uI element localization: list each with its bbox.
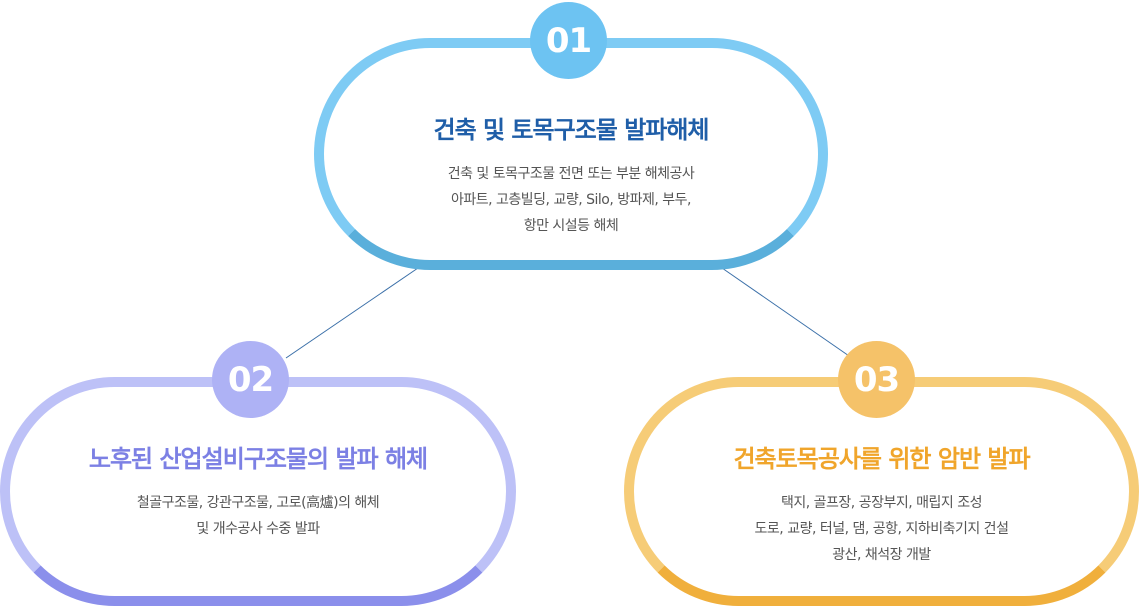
number-badge-01: 01 <box>530 2 607 79</box>
card-description-line: 철골구조물, 강관구조물, 고로(高爐)의 해체 <box>136 495 380 511</box>
card-description-line: 아파트, 고층빌딩, 교량, Silo, 방파제, 부두, <box>450 192 692 208</box>
card-title: 노후된 산업설비구조물의 발파 해체 <box>88 445 428 473</box>
connector-line-01-02 <box>285 267 419 359</box>
card-description-line: 항만 시설등 해체 <box>523 218 619 234</box>
card-description-line: 도로, 교량, 터널, 댐, 공항, 지하비축기지 건설 <box>754 521 1009 537</box>
card-description: 철골구조물, 강관구조물, 고로(高爐)의 해체 및 개수공사 수중 발파 <box>136 490 380 542</box>
number-badge-03: 03 <box>838 341 915 418</box>
card-description-line: 및 개수공사 수중 발파 <box>196 521 320 537</box>
card-description: 건축 및 토목구조물 전면 또는 부분 해체공사 아파트, 고층빌딩, 교량, … <box>448 161 695 239</box>
number-badge-02: 02 <box>212 341 289 418</box>
card-description: 택지, 골프장, 공장부지, 매립지 조성 도로, 교량, 터널, 댐, 공항,… <box>755 490 1009 568</box>
card-title: 건축 및 토목구조물 발파해체 <box>433 116 709 144</box>
card-description-line: 택지, 골프장, 공장부지, 매립지 조성 <box>781 495 982 511</box>
card-title: 건축토목공사를 위한 암반 발파 <box>733 445 1030 473</box>
card-description-line: 광산, 채석장 개발 <box>832 547 931 563</box>
card-description-line: 건축 및 토목구조물 전면 또는 부분 해체공사 <box>447 166 695 182</box>
connector-line-01-03 <box>721 267 853 359</box>
